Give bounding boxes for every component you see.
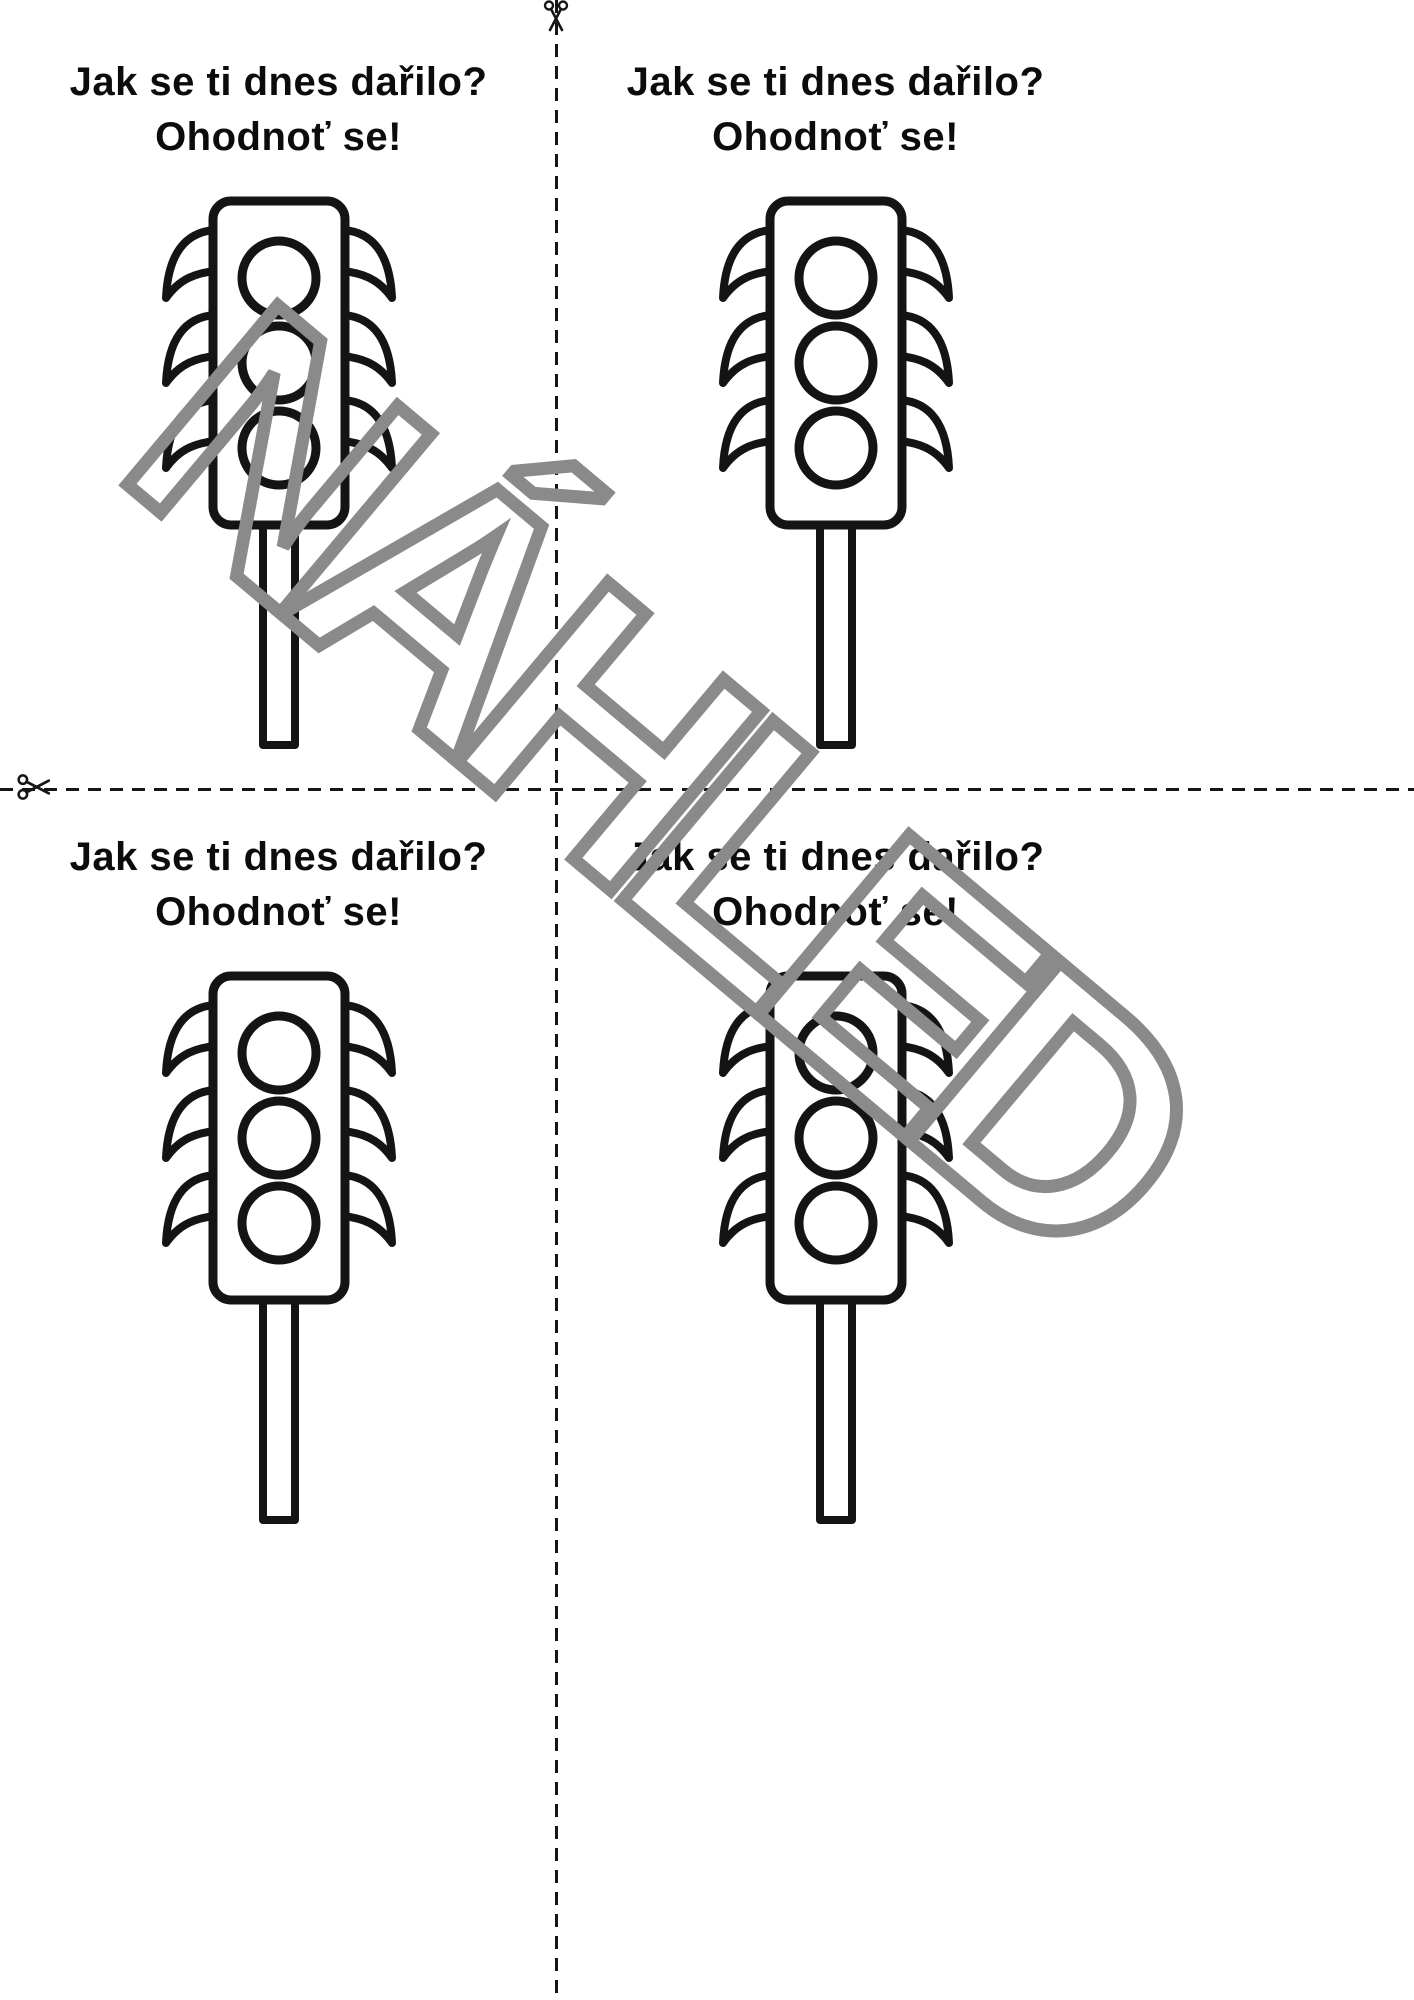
traffic-light-illustration — [149, 968, 409, 1528]
card-title: Jak se ti dnes dařilo? — [69, 835, 488, 879]
card-subtitle: Ohodnoť se! — [712, 115, 959, 159]
card-title: Jak se ti dnes dařilo? — [626, 835, 1045, 879]
rating-card: Jak se ti dnes dařilo? Ohodnoť se! — [557, 790, 1114, 2000]
card-title: Jak se ti dnes dařilo? — [626, 60, 1045, 104]
traffic-light-illustration — [706, 968, 966, 1528]
vertical-cut-line — [555, 0, 558, 2000]
card-title: Jak se ti dnes dařilo? — [69, 60, 488, 104]
card-subtitle: Ohodnoť se! — [155, 890, 402, 934]
rating-card: Jak se ti dnes dařilo? Ohodnoť se! — [0, 790, 557, 2000]
card-heading: Jak se ti dnes dařilo? Ohodnoť se! — [0, 0, 557, 165]
rating-card: Jak se ti dnes dařilo? Ohodnoť se! — [557, 0, 1114, 790]
card-heading: Jak se ti dnes dařilo? Ohodnoť se! — [557, 790, 1114, 940]
rating-card: Jak se ti dnes dařilo? Ohodnoť se! — [0, 0, 557, 790]
traffic-light-illustration — [149, 193, 409, 753]
card-subtitle: Ohodnoť se! — [155, 115, 402, 159]
horizontal-cut-line — [0, 788, 1414, 791]
card-subtitle: Ohodnoť se! — [712, 890, 959, 934]
card-heading: Jak se ti dnes dařilo? Ohodnoť se! — [557, 0, 1114, 165]
card-heading: Jak se ti dnes dařilo? Ohodnoť se! — [0, 790, 557, 940]
traffic-light-illustration — [706, 193, 966, 753]
